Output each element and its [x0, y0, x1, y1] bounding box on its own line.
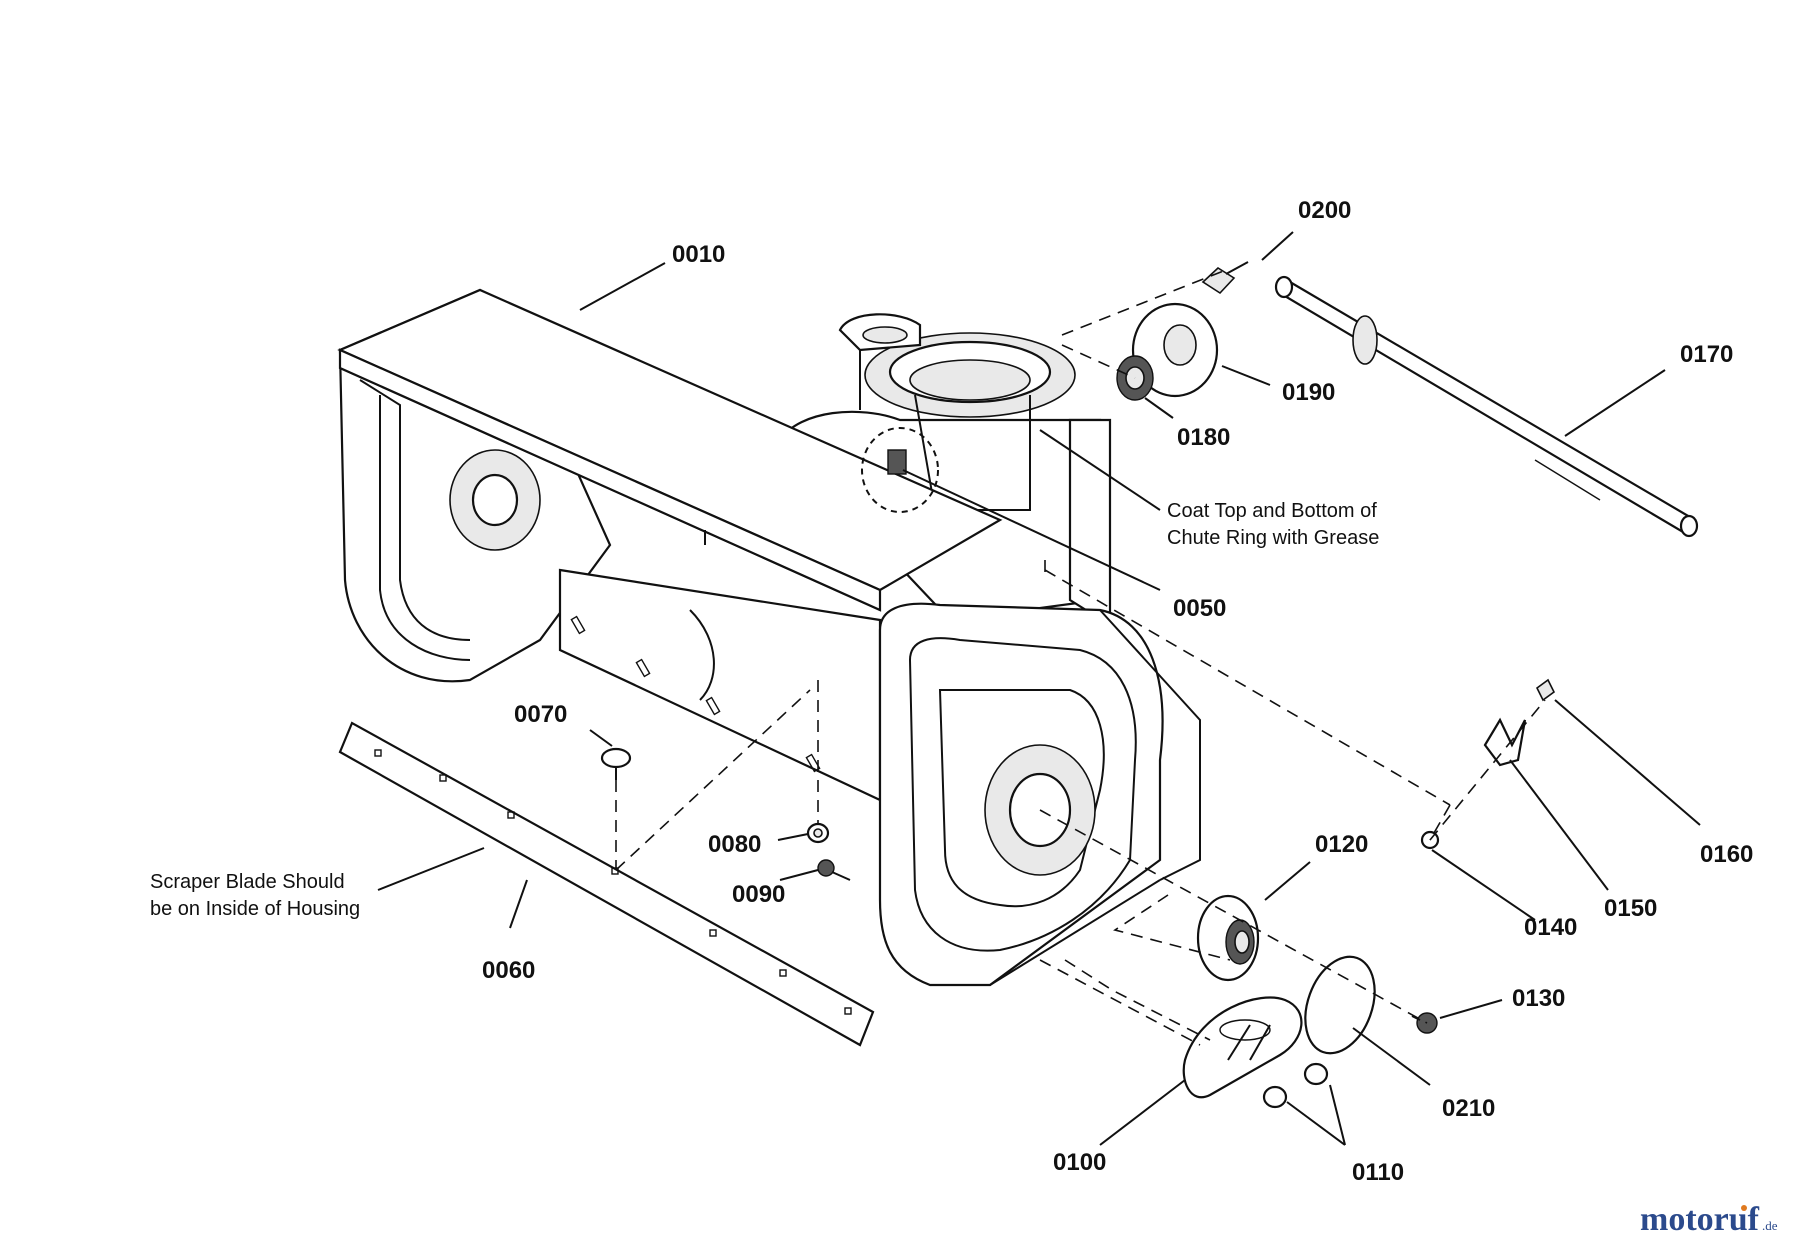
- label-0200: 0200: [1298, 197, 1351, 224]
- bearing-flange-0120: [1196, 894, 1260, 982]
- label-0150: 0150: [1604, 895, 1657, 922]
- watermark-dot-icon: [1741, 1205, 1747, 1211]
- auger-shaft: [1274, 275, 1699, 538]
- screw-0200: [1201, 261, 1249, 295]
- label-0180: 0180: [1177, 424, 1230, 451]
- assembly-dashed-lines: [615, 269, 1546, 1046]
- assembly-notes: Coat Top and Bottom of Chute Ring with G…: [150, 500, 1379, 920]
- scraper-blade: [338, 721, 875, 1047]
- watermark-suffix: .de: [1762, 1218, 1778, 1233]
- watermark-text: motoruf: [1640, 1201, 1760, 1238]
- clip-0050: [861, 427, 939, 513]
- grease-note-line2: Chute Ring with Grease: [1167, 527, 1379, 549]
- label-0190: 0190: [1282, 379, 1335, 406]
- skid-shoe-0100: [1182, 996, 1303, 1099]
- label-0210: 0210: [1442, 1095, 1495, 1122]
- label-0080: 0080: [708, 831, 761, 858]
- bolt-0160: [1535, 678, 1556, 702]
- label-0090: 0090: [732, 881, 785, 908]
- flange-0190: [1131, 302, 1219, 398]
- bolt-0090: [817, 859, 851, 881]
- scraper-note-line2: be on Inside of Housing: [150, 898, 360, 920]
- part-labels: 0010 0200 0170 0190 0180 0050 0070 0080 …: [482, 197, 1753, 1186]
- label-0050: 0050: [1173, 595, 1226, 622]
- label-0070: 0070: [514, 701, 567, 728]
- label-0110: 0110: [1352, 1159, 1404, 1186]
- nuts-0110: [1262, 1062, 1329, 1109]
- label-0140: 0140: [1524, 914, 1577, 941]
- housing-slots: [570, 615, 821, 773]
- label-0160: 0160: [1700, 841, 1753, 868]
- label-0170: 0170: [1680, 341, 1733, 368]
- label-0010: 0010: [672, 241, 725, 268]
- cover-plate-0210: [1304, 955, 1376, 1055]
- grease-note-line1: Coat Top and Bottom of: [1167, 500, 1377, 522]
- watermark-logo: motoruf .de: [1640, 1201, 1778, 1238]
- label-0130: 0130: [1512, 985, 1565, 1012]
- label-0100: 0100: [1053, 1149, 1106, 1176]
- carriage-bolt-0070: [600, 747, 632, 780]
- scraper-note-line1: Scraper Blade Should: [150, 871, 345, 893]
- auger-housing: [337, 288, 1201, 987]
- label-0060: 0060: [482, 957, 535, 984]
- nut-0080: [806, 822, 830, 844]
- label-0120: 0120: [1315, 831, 1368, 858]
- bow-tie-0150: [1483, 717, 1527, 767]
- leader-lines: [377, 231, 1701, 1146]
